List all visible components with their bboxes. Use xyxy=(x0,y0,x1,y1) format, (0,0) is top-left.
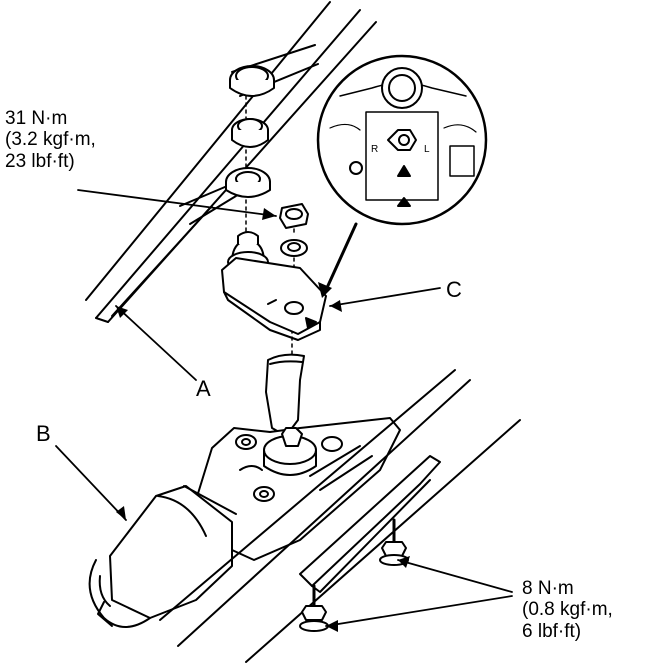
leader-a xyxy=(115,305,197,381)
arrowheads xyxy=(116,208,410,632)
inset-pointer xyxy=(324,222,358,292)
torque-spec-bolts: 8 N·m (0.8 kgf·m, 6 lbf·ft) xyxy=(522,578,613,642)
washer xyxy=(280,239,308,257)
leader-c xyxy=(329,287,441,307)
ball-joint xyxy=(227,231,269,273)
leader-torque-top xyxy=(77,189,277,217)
nut xyxy=(279,203,309,229)
arm-socket xyxy=(225,167,271,198)
crank-bracket-c xyxy=(221,257,327,341)
detail-inset: R L xyxy=(316,54,488,226)
wiper-motor-b xyxy=(88,485,237,628)
label-a: A xyxy=(196,376,211,401)
leader-b xyxy=(55,445,127,521)
leader-bolt-right xyxy=(397,559,513,593)
leader-bolt-left xyxy=(325,595,513,627)
label-c: C xyxy=(446,277,462,302)
cowl-panel xyxy=(159,369,521,663)
label-b: B xyxy=(36,421,51,446)
leader-lines xyxy=(55,189,513,627)
inset-mark-r: R xyxy=(371,144,378,155)
bushing xyxy=(231,118,269,148)
pivot-cap xyxy=(229,65,275,97)
torque-spec-nut: 31 N·m (3.2 kgf·m, 23 lbf·ft) xyxy=(5,108,96,172)
linkage-arm-a xyxy=(85,1,377,323)
motor-gearbox xyxy=(195,353,401,561)
inset-mark-l: L xyxy=(424,144,430,155)
